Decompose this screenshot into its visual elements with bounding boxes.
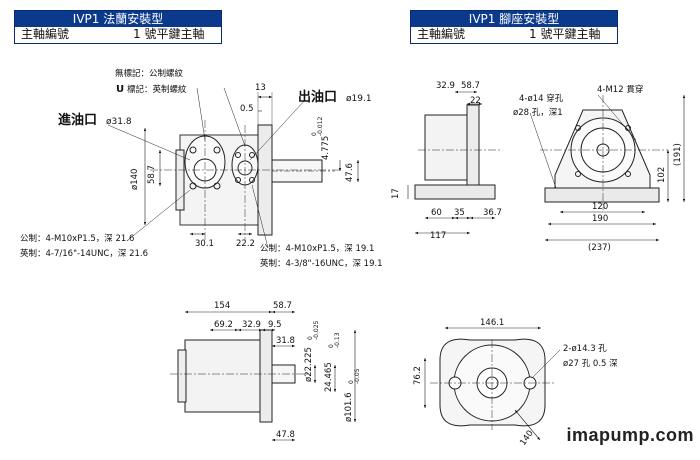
foot-dim-117: 117 (430, 231, 446, 241)
dim-140: ø140 (130, 169, 140, 190)
foot-front-view (529, 94, 686, 242)
left-title-block: IVP1 法蘭安裝型 主軸編號 1 號平鍵主軸 (14, 10, 222, 44)
thread-right-metric: 公制：4-M10xP1.5，深 19.1 (260, 243, 374, 254)
side-dim-69-2: 69.2 (214, 320, 233, 330)
thread-right-inch: 英制：4-3/8"-16UNC，深 19.1 (260, 258, 383, 269)
right-shaft-value: 1 號平鍵主軸 (529, 27, 601, 41)
note-u-mark: U (116, 84, 124, 95)
dim-191: (191) (673, 143, 683, 166)
tol-4-775-dn: -0.012 (317, 116, 324, 136)
foot-dim-35: 35 (454, 208, 465, 218)
hole-28: ø28 孔，深1 (513, 108, 563, 118)
foot-dim-60: 60 (431, 208, 442, 218)
side-dim-58-7: 58.7 (273, 301, 292, 311)
inlet-dia: ø31.8 (106, 117, 132, 127)
foot-dim-32-9: 32.9 (436, 81, 455, 91)
dim-120: 120 (592, 202, 608, 212)
tol-101-dn: -0.05 (354, 368, 361, 384)
side-dim-154: 154 (214, 301, 230, 311)
dim-0-5: 0.5 (240, 104, 254, 114)
flange-face-view (423, 326, 561, 441)
dim-22-2: 22.2 (236, 239, 255, 249)
hole-m12: 4-M12 貫穿 (597, 84, 643, 95)
dim-58-7: 58.7 (147, 165, 157, 184)
tol-4-775-up: 0 (311, 132, 318, 136)
outlet-dia: ø19.1 (346, 94, 372, 104)
hole-2-14-3: 2-ø14.3 孔 (563, 344, 607, 354)
dim-101-6: ø101.6 (344, 392, 354, 422)
inlet-label: 進油口 (58, 112, 97, 128)
note-u-text: 標記：英制螺紋 (127, 84, 187, 95)
tol-101-up: 0 (348, 380, 355, 384)
dim-30-1: 30.1 (195, 239, 214, 249)
dim-13: 13 (255, 83, 266, 93)
thread-left-metric: 公制：4-M10xP1.5，深 21.6 (20, 233, 134, 244)
thread-left-inch: 英制：4-7/16"-14UNC，深 21.6 (20, 248, 148, 259)
side-dim-32-9: 32.9 (242, 320, 261, 330)
foot-dim-36-7: 36.7 (483, 208, 502, 218)
watermark: imapump.com (566, 425, 694, 445)
right-title-block: IVP1 腳座安裝型 主軸編號 1 號平鍵主軸 (410, 10, 618, 44)
note-unmarked: 無標記：公制螺紋 (115, 68, 184, 79)
hole-27: ø27 孔 0.5 深 (563, 359, 618, 369)
foot-dim-17: 17 (391, 188, 401, 199)
side-dim-31-8: 31.8 (276, 336, 295, 346)
face-dim-76-2: 76.2 (413, 366, 423, 385)
tol-22-up: 0 (307, 336, 314, 340)
tol-24-up: 0 (328, 344, 335, 348)
side-dim-9-5: 9.5 (268, 320, 282, 330)
side-dim-47-8: 47.8 (276, 430, 295, 440)
tol-22-dn: -0.025 (313, 320, 320, 340)
foot-dim-22: 22 (470, 96, 481, 106)
foot-dim-58-7: 58.7 (461, 81, 480, 91)
dim-102: 102 (657, 167, 667, 183)
dim-22-225: ø22.225 (304, 347, 314, 382)
left-shaft-value: 1 號平鍵主軸 (133, 27, 205, 41)
hole-4-14: 4-ø14 穿孔 (519, 93, 564, 104)
dim-237: (237) (588, 243, 611, 253)
foot-side-view (407, 90, 500, 235)
left-shaft-label: 主軸編號 (21, 27, 70, 41)
dim-47-6: 47.6 (345, 163, 355, 182)
tol-24-dn: -0.13 (334, 332, 341, 348)
dim-190: 190 (592, 214, 608, 224)
face-dim-146-1: 146.1 (480, 318, 504, 328)
right-shaft-label: 主軸編號 (417, 27, 466, 41)
right-title: IVP1 腳座安裝型 (411, 11, 617, 27)
flange-front-view (107, 87, 360, 249)
left-title: IVP1 法蘭安裝型 (15, 11, 221, 27)
outlet-label: 出油口 (298, 89, 337, 105)
flange-side-view (170, 310, 357, 442)
dim-24-465: 24.465 (324, 362, 334, 392)
dim-4-775: 4.775 (321, 136, 331, 160)
